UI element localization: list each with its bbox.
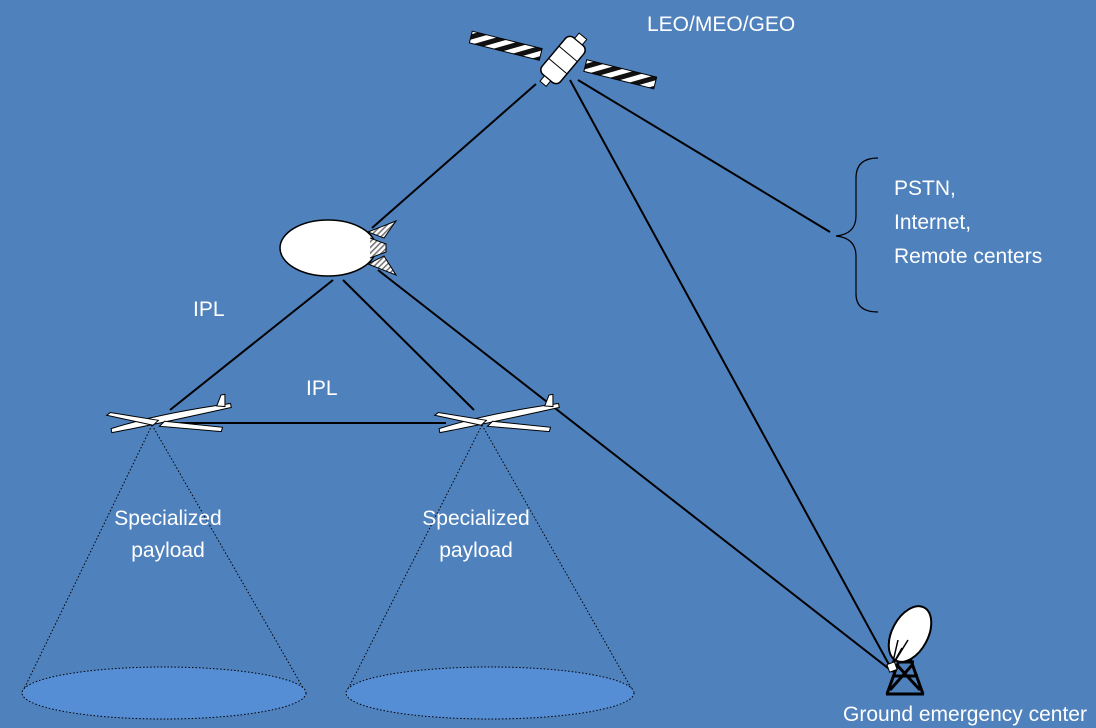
payload-left-line-2: payload (131, 539, 205, 562)
link-airship-ground (377, 269, 894, 673)
links (169, 79, 894, 673)
airship-icon (279, 219, 398, 277)
ground-center-label: Ground emergency center (843, 703, 1087, 726)
link-satellite-networks (577, 79, 831, 233)
network-label-internet: Internet, (894, 211, 972, 234)
ipl-label-upper: IPL (193, 298, 225, 321)
uav-left-icon (105, 393, 232, 434)
payload-left-line-1: Specialized (114, 507, 222, 530)
satellite-icon (468, 30, 658, 90)
uav-right-icon (433, 393, 560, 434)
coverage-area-right (345, 424, 635, 720)
orbit-label: LEO/MEO/GEO (647, 13, 796, 36)
network-label-pstn: PSTN, (894, 177, 956, 200)
payload-right-line-2: payload (439, 539, 513, 562)
ipl-label-middle: IPL (306, 377, 338, 400)
link-satellite-ground (569, 79, 894, 673)
link-airship-uav-right (342, 279, 475, 411)
coverage-area-left (21, 424, 307, 720)
link-satellite-airship (371, 83, 537, 229)
network-label-remote-centers: Remote centers (894, 245, 1043, 268)
networks-brace (835, 157, 879, 313)
link-airship-uav-left (169, 279, 334, 411)
satellite-dish-icon (885, 605, 933, 696)
payload-right-line-1: Specialized (422, 507, 530, 530)
